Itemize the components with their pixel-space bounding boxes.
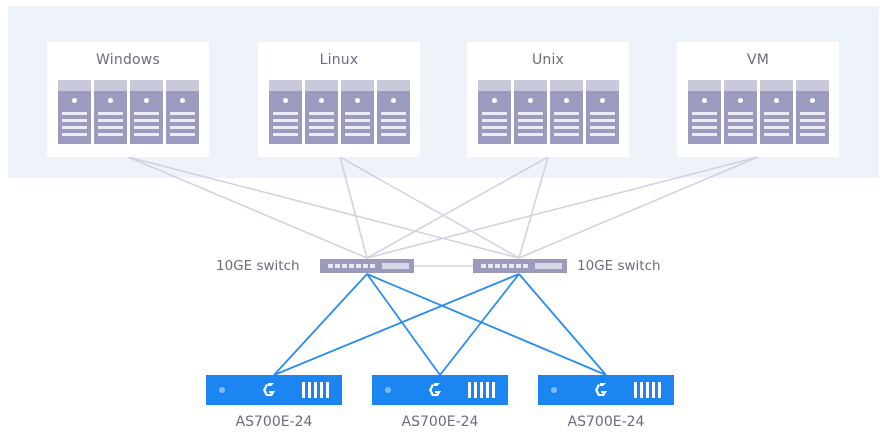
brand-logo-icon: [591, 380, 613, 400]
switch-label-left: 10GE switch: [216, 258, 300, 274]
storage-array-icon: [372, 375, 508, 405]
host-title: VM: [746, 52, 770, 68]
host-card-linux: Linux: [258, 42, 420, 157]
server-rack-icon: [269, 80, 410, 144]
link-windows-switch2: [127, 156, 520, 259]
storage-array-icon: [538, 375, 674, 405]
brand-logo-icon: [425, 380, 447, 400]
switch-icon: [320, 259, 414, 273]
server-unit: [377, 80, 410, 144]
host-card-unix: Unix: [467, 42, 629, 157]
switch-icon: [473, 259, 567, 273]
server-unit: [94, 80, 127, 144]
link-switch2-storage3: [518, 273, 607, 376]
link-switch1-storage1: [273, 273, 368, 376]
link-vm-switch1: [366, 156, 759, 259]
server-unit: [269, 80, 302, 144]
host-switch-links: [127, 156, 759, 267]
server-rack-icon: [478, 80, 619, 144]
host-card-vm: VM: [677, 42, 839, 157]
storage-label: AS700E-24: [401, 414, 479, 430]
server-unit: [478, 80, 511, 144]
link-switch1-storage3: [366, 273, 607, 376]
storage-label: AS700E-24: [567, 414, 645, 430]
host-card-windows: Windows: [47, 42, 209, 157]
server-unit: [130, 80, 163, 144]
server-unit: [586, 80, 619, 144]
link-linux-switch1: [339, 156, 368, 259]
server-unit: [166, 80, 199, 144]
server-unit: [724, 80, 757, 144]
status-led-icon: [551, 387, 557, 393]
link-switch2-storage1: [273, 273, 520, 376]
link-unix-switch2: [518, 156, 549, 259]
host-title: Unix: [531, 52, 565, 68]
server-unit: [550, 80, 583, 144]
host-title: Windows: [96, 52, 160, 68]
server-unit: [760, 80, 793, 144]
host-title: Linux: [319, 52, 359, 68]
server-unit: [514, 80, 547, 144]
server-unit: [58, 80, 91, 144]
server-rack-icon: [58, 80, 199, 144]
brand-logo-icon: [259, 380, 281, 400]
server-rack-icon: [688, 80, 829, 144]
storage-label: AS700E-24: [235, 414, 313, 430]
status-led-icon: [219, 387, 225, 393]
server-unit: [688, 80, 721, 144]
link-switch2-storage2: [439, 273, 520, 376]
link-switch1-storage2: [366, 273, 441, 376]
server-unit: [305, 80, 338, 144]
link-linux-switch2: [339, 156, 520, 259]
link-vm-switch2: [518, 156, 759, 259]
storage-array-icon: [206, 375, 342, 405]
switch-storage-links: [273, 273, 607, 376]
server-unit: [796, 80, 829, 144]
status-led-icon: [385, 387, 391, 393]
link-unix-switch1: [366, 156, 549, 259]
switch-label-right: 10GE switch: [577, 258, 661, 274]
server-unit: [341, 80, 374, 144]
link-windows-switch1: [127, 156, 368, 259]
